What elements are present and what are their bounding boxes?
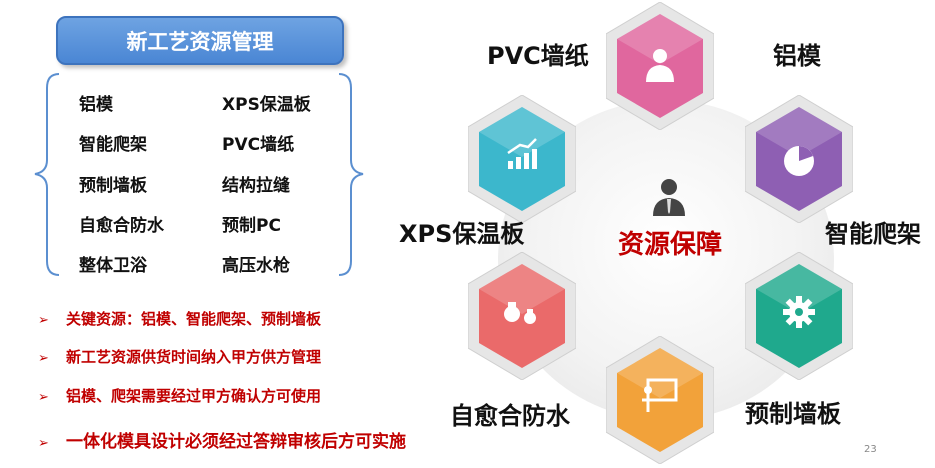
arrow-bullet-icon: ➢ bbox=[38, 351, 49, 366]
gear-icon bbox=[783, 296, 815, 328]
person-icon bbox=[646, 49, 674, 82]
label-prefab-wall-panel: 预制墙板 bbox=[745, 400, 841, 428]
grid-item-right: PVC墙纸 bbox=[222, 135, 295, 155]
hexagon-shape bbox=[605, 335, 715, 465]
hex-self-healing-waterproof bbox=[467, 251, 577, 384]
arrow-bullet-icon: ➢ bbox=[38, 436, 49, 451]
label-xps-insulation-board: XPS保温板 bbox=[399, 220, 525, 248]
grid-item-right: 预制PC bbox=[222, 216, 281, 236]
label-smart-climbing-frame: 智能爬架 bbox=[825, 220, 921, 248]
left-brace bbox=[34, 73, 60, 276]
bullet-item: ➢关键资源：铝模、智能爬架、预制墙板 bbox=[38, 310, 322, 328]
pie-chart-icon bbox=[784, 146, 814, 176]
label-self-healing-waterproof: 自愈合防水 bbox=[450, 402, 570, 430]
grid-item-right: XPS保温板 bbox=[222, 95, 311, 115]
hexagon-shape bbox=[467, 251, 577, 381]
hexagon-shape bbox=[605, 1, 715, 131]
user-icon bbox=[653, 179, 685, 216]
grid-item-left: 自愈合防水 bbox=[79, 216, 164, 236]
hexagon-shape bbox=[744, 251, 854, 381]
grid-item-right: 高压水枪 bbox=[222, 256, 290, 276]
bullet-item: ➢一体化模具设计必须经过答辩审核后方可实施 bbox=[38, 432, 406, 452]
label-aluminum-formwork: 铝模 bbox=[773, 42, 821, 70]
hex-xps-insulation-board bbox=[467, 94, 577, 227]
grid-item-left: 整体卫浴 bbox=[79, 256, 147, 276]
bullet-item: ➢新工艺资源供货时间纳入甲方供方管理 bbox=[38, 348, 322, 366]
arrow-bullet-icon: ➢ bbox=[38, 313, 49, 328]
hex-pvc-wallpaper bbox=[605, 1, 715, 134]
hex-smart-climbing-frame bbox=[744, 251, 854, 384]
panel-title: 新工艺资源管理 bbox=[56, 16, 344, 65]
bullet-item: ➢铝模、爬架需要经过甲方确认方可使用 bbox=[38, 387, 322, 405]
grid-item-left: 预制墙板 bbox=[79, 176, 147, 196]
page-number: 23 bbox=[864, 444, 877, 455]
grid-item-right: 结构拉缝 bbox=[222, 176, 290, 196]
hex-aluminum-formwork bbox=[744, 94, 854, 227]
arrow-bullet-icon: ➢ bbox=[38, 390, 49, 405]
money-bags-icon bbox=[504, 302, 536, 324]
grid-item-left: 智能爬架 bbox=[79, 135, 147, 155]
center-title: 资源保障 bbox=[617, 230, 722, 260]
bar-chart-icon bbox=[507, 138, 537, 169]
right-brace bbox=[338, 73, 364, 276]
hex-prefab-wall-panel bbox=[605, 335, 715, 468]
hexagon-shape bbox=[744, 94, 854, 224]
hexagon-shape bbox=[467, 94, 577, 224]
grid-item-left: 铝模 bbox=[79, 95, 113, 115]
label-pvc-wallpaper: PVC墙纸 bbox=[487, 42, 589, 70]
presenter-icon bbox=[642, 378, 678, 412]
